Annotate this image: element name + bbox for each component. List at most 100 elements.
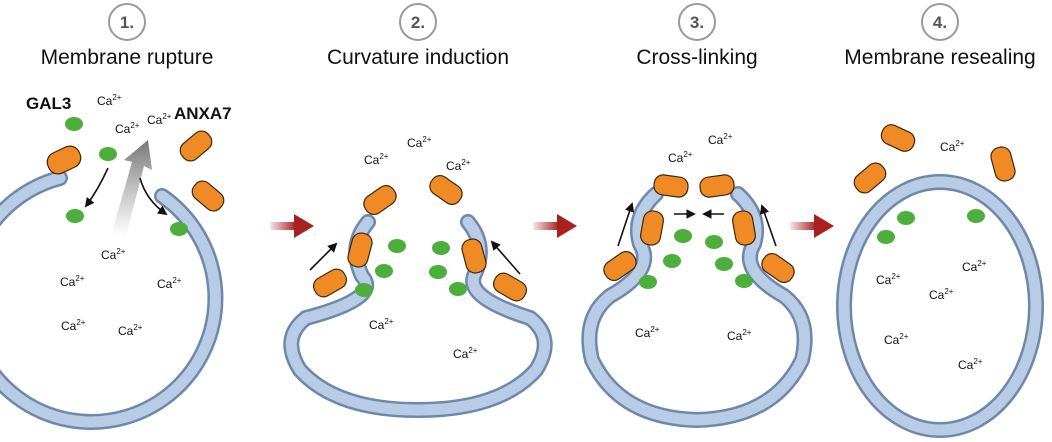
panel-4-gal3 [877,209,985,244]
panel-1-membrane [0,170,224,430]
anxa7-protein [46,145,82,175]
gal3-protein [639,275,657,289]
panel-1-gal3 [65,117,188,236]
panel-3-arrows [617,202,777,247]
step-4-number: 4. [933,13,947,32]
anxa7-protein [179,130,213,162]
gal3-protein [355,283,373,297]
anxa7-protein [990,146,1016,182]
gal3-protein [705,235,723,249]
red-right-arrow-icon [294,214,314,238]
red-right-arrow-icon [557,214,577,238]
transition-arrow-2 [533,214,577,238]
anxa7-protein [761,252,795,284]
panel-4-membrane [836,174,1044,438]
calcium-ion: Ca2+ [635,325,660,340]
gal3-protein [429,265,447,279]
step-4-header: 4. Membrane resealing [844,3,1036,69]
calcium-ion: Ca2+ [147,112,172,127]
step-4-badge [921,3,959,41]
step-1-header: 1. Membrane rupture [41,3,214,69]
anxa7-protein [699,174,735,198]
anxa7-protein [853,162,887,194]
calcium-ion: Ca2+ [157,276,182,291]
calcium-ion: Ca2+ [61,318,86,333]
step-3-badge [678,3,716,41]
gal3-protein [66,209,84,223]
anxa7-protein [640,210,664,246]
calcium-ion: Ca2+ [407,135,432,150]
transition-arrow-3 [790,214,834,238]
anxa7-protein [653,174,689,198]
panel-1-anxa7 [46,130,225,212]
gal3-protein [967,209,985,223]
anxa7-protein [461,238,487,274]
gal3-protein [65,117,83,131]
panel-3-membrane [581,186,813,429]
calcium-ion: Ca2+ [962,259,987,274]
panel-2-membrane [283,214,553,419]
calcium-ion: Ca2+ [940,139,965,154]
calcium-ion: Ca2+ [118,323,143,338]
gal3-protein [674,229,692,243]
step-1-badge [108,3,146,41]
calcium-ion: Ca2+ [668,150,693,165]
gal3-protein [170,222,188,236]
calcium-ion: Ca2+ [446,158,471,173]
gal3-protein [663,254,681,268]
panel-4-anxa7 [853,124,1016,194]
step-3-header: 3. Cross-linking [636,3,758,69]
red-right-arrow-icon [814,214,834,238]
panel-2-gal3 [355,239,467,297]
panel-3-gal3 [639,229,753,289]
anxa7-protein [191,180,225,212]
step-1-title: Membrane rupture [41,46,214,69]
step-2-badge [399,3,437,41]
panel-1-calcium-efflux-arrow [112,140,152,236]
step-2-title: Curvature induction [327,46,509,69]
calcium-ion: Ca2+ [60,274,85,289]
anxa7-protein [603,250,637,282]
gal3-protein [375,264,393,278]
anxa7-protein [732,210,756,246]
anxa7-protein [347,232,373,268]
calcium-ion: Ca2+ [958,357,983,372]
panel-2-anxa7 [312,174,528,302]
gal3-protein [877,230,895,244]
anxa7-protein [363,184,397,216]
calcium-ion: Ca2+ [101,247,126,262]
step-4-title: Membrane resealing [844,46,1035,69]
anxa7-protein [429,174,463,206]
panel-1-arrows [84,167,168,216]
calcium-ion: Ca2+ [364,152,389,167]
gal3-protein [99,147,117,161]
gal3-protein [388,239,406,253]
step-3-title: Cross-linking [636,46,757,69]
step-2-header: 2. Curvature induction [327,3,509,69]
calcium-ion: Ca2+ [97,93,122,108]
calcium-ion: Ca2+ [876,272,901,287]
calcium-ion: Ca2+ [115,121,140,136]
anxa7-label: ANXA7 [174,104,232,123]
calcium-ion: Ca2+ [369,317,394,332]
calcium-ions: Ca2+ Ca2+ Ca2+ Ca2+ Ca2+ Ca2+ Ca2+ Ca2+ … [60,93,987,372]
calcium-ion: Ca2+ [453,346,478,361]
step-3-number: 3. [690,13,704,32]
anxa7-protein [312,268,348,298]
anxa7-protein [492,272,528,302]
gal3-protein [735,274,753,288]
gal3-protein [897,211,915,225]
calcium-ion: Ca2+ [727,328,752,343]
calcium-ion: Ca2+ [708,132,733,147]
gal3-protein [715,257,733,271]
gal3-protein [449,282,467,296]
gal3-label: GAL3 [26,94,71,113]
calcium-ion: Ca2+ [884,332,909,347]
step-1-number: 1. [120,13,134,32]
panel-2-arrows [309,240,521,275]
calcium-ion: Ca2+ [929,287,954,302]
gal3-protein [432,241,450,255]
transition-arrow-1 [270,214,314,238]
